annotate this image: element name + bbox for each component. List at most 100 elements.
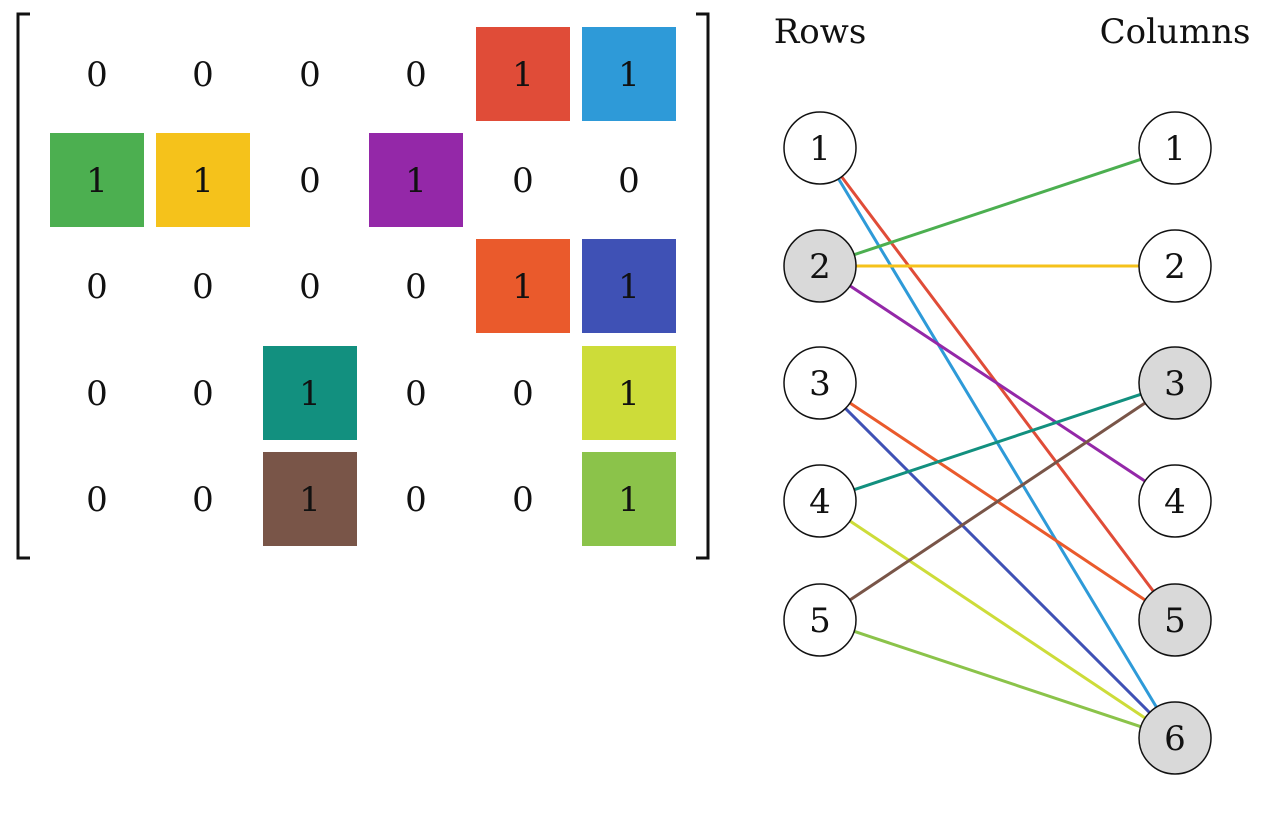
matrix-cell: 1 — [263, 452, 357, 546]
edge-row4-col6 — [849, 519, 1146, 720]
column-node-circle — [1138, 346, 1212, 420]
row-node-3: 3 — [783, 346, 857, 420]
matrix-cell: 0 — [512, 161, 534, 201]
matrix-cell: 1 — [476, 239, 570, 333]
matrix-cell: 1 — [582, 239, 676, 333]
column-node-2: 2 — [1138, 229, 1212, 303]
matrix-cell-value: 0 — [512, 480, 534, 520]
matrix-cell-fill — [50, 133, 144, 227]
matrix-cell-value: 0 — [299, 267, 321, 307]
row-node-label: 4 — [809, 482, 831, 522]
matrix-cell: 0 — [86, 267, 108, 307]
matrix-cell: 0 — [192, 374, 214, 414]
edge-row2-col4 — [849, 284, 1146, 483]
matrix-cell-value: 1 — [86, 161, 108, 201]
row-node-label: 1 — [809, 129, 831, 169]
matrix-cell-value: 1 — [299, 374, 321, 414]
matrix-cell-value: 1 — [405, 161, 427, 201]
matrix-cell-value: 0 — [618, 161, 640, 201]
matrix-cell-value: 1 — [299, 480, 321, 520]
matrix-cell: 1 — [263, 346, 357, 440]
column-nodes: 1 2 3 4 5 6 — [1138, 111, 1212, 775]
matrix-cell-value: 0 — [299, 55, 321, 95]
column-node-circle — [1138, 229, 1212, 303]
matrix-cell-fill — [476, 239, 570, 333]
matrix-cell: 0 — [299, 161, 321, 201]
row-nodes: 1 2 3 4 5 — [783, 111, 857, 657]
matrix-cell-value: 1 — [618, 55, 640, 95]
matrix-cell-fill — [156, 133, 250, 227]
column-node-5: 5 — [1138, 583, 1212, 657]
matrix-cell: 0 — [192, 480, 214, 520]
row-node-5: 5 — [783, 583, 857, 657]
column-node-label: 4 — [1164, 482, 1186, 522]
column-node-label: 2 — [1164, 247, 1186, 287]
edge-row5-col3 — [849, 401, 1146, 602]
matrix-cell-fill — [476, 27, 570, 121]
matrix-cell-fill — [263, 346, 357, 440]
matrix-cell: 0 — [86, 374, 108, 414]
column-node-circle — [1138, 111, 1212, 185]
matrix-cell-value: 1 — [512, 267, 534, 307]
matrix-cell: 0 — [512, 480, 534, 520]
matrix-cell: 0 — [299, 55, 321, 95]
matrix-cell: 0 — [192, 267, 214, 307]
matrix-cell: 0 — [299, 267, 321, 307]
matrix-cell: 1 — [156, 133, 250, 227]
matrix-cell: 0 — [512, 374, 534, 414]
edge-row5-col6 — [853, 629, 1142, 729]
matrix-cell: 1 — [50, 133, 144, 227]
matrix-cell: 0 — [405, 55, 427, 95]
columns-header: Columns — [1100, 12, 1251, 52]
row-node-label: 3 — [809, 364, 831, 404]
column-node-circle — [1138, 583, 1212, 657]
row-node-circle — [783, 346, 857, 420]
column-node-6: 6 — [1138, 701, 1212, 775]
row-node-label: 5 — [809, 601, 831, 641]
matrix-cell-value: 0 — [405, 374, 427, 414]
edge-row2-col1 — [853, 157, 1142, 257]
column-node-label: 5 — [1164, 601, 1186, 641]
matrix-cell-value: 0 — [86, 267, 108, 307]
edge-row3-col6 — [844, 407, 1151, 714]
column-node-label: 3 — [1164, 364, 1186, 404]
matrix-cell-value: 0 — [86, 55, 108, 95]
row-node-2: 2 — [783, 229, 857, 303]
row-node-circle — [783, 111, 857, 185]
column-node-circle — [1138, 701, 1212, 775]
matrix-cell: 0 — [192, 55, 214, 95]
matrix-cell-value: 0 — [192, 55, 214, 95]
row-node-circle — [783, 464, 857, 538]
matrix-cell: 0 — [405, 267, 427, 307]
column-node-4: 4 — [1138, 464, 1212, 538]
matrix-cell-value: 0 — [86, 374, 108, 414]
row-node-4: 4 — [783, 464, 857, 538]
bipartite-edges — [837, 157, 1158, 729]
matrix-cell-value: 0 — [512, 374, 534, 414]
matrix-cell-fill — [582, 346, 676, 440]
matrix-cell-fill — [582, 239, 676, 333]
matrix-cell-fill — [369, 133, 463, 227]
matrix-left-bracket — [16, 12, 30, 560]
matrix-cell-value: 0 — [405, 480, 427, 520]
matrix-cell-fill — [263, 452, 357, 546]
matrix-cell-value: 1 — [618, 480, 640, 520]
matrix-cell-value: 1 — [512, 55, 534, 95]
matrix-cell-value: 0 — [512, 161, 534, 201]
matrix-cell-value: 0 — [192, 374, 214, 414]
matrix-cell-value: 0 — [192, 480, 214, 520]
matrix-cell: 0 — [86, 55, 108, 95]
matrix-cell: 0 — [86, 480, 108, 520]
matrix-cell: 0 — [405, 374, 427, 414]
matrix-cell-value: 0 — [299, 161, 321, 201]
column-node-3: 3 — [1138, 346, 1212, 420]
matrix-cell: 1 — [369, 133, 463, 227]
row-node-circle — [783, 229, 857, 303]
rows-header: Rows — [774, 12, 867, 52]
matrix-cell: 1 — [582, 452, 676, 546]
row-node-1: 1 — [783, 111, 857, 185]
column-node-label: 1 — [1164, 129, 1186, 169]
